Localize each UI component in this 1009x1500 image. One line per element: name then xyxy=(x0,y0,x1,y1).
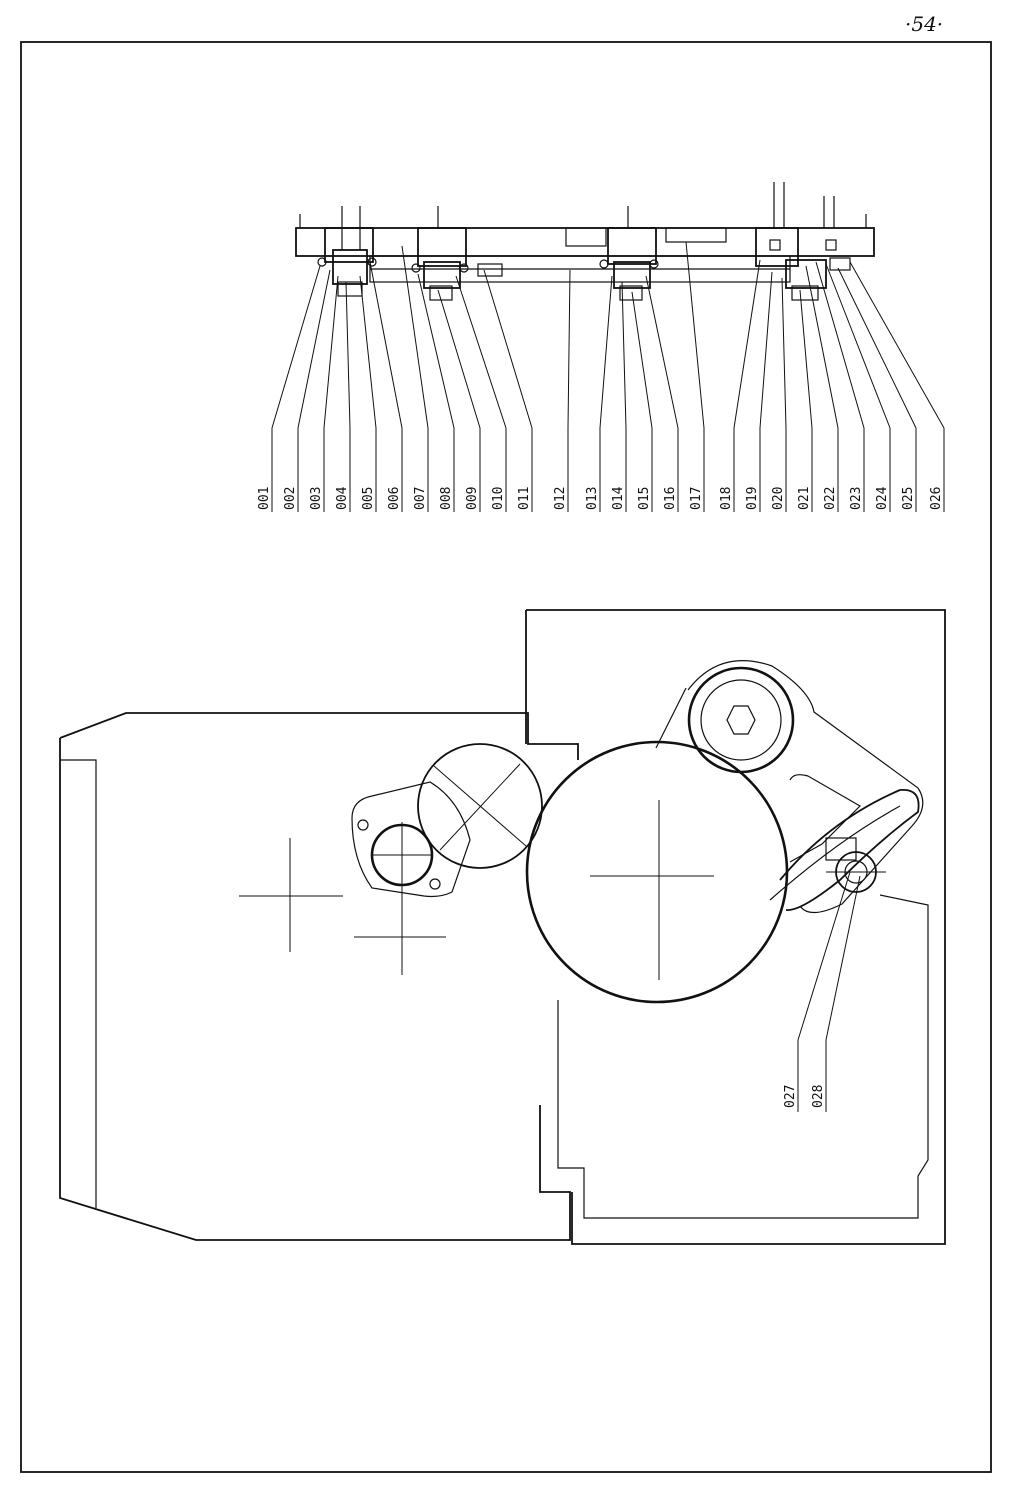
assembly-section-view xyxy=(295,182,875,301)
callout-label-028: 028 xyxy=(811,1085,826,1108)
callout-label-025: 025 xyxy=(901,487,916,510)
top-callout-underlines xyxy=(271,428,945,512)
callout-label-024: 024 xyxy=(875,486,890,510)
callout-label-016: 016 xyxy=(663,487,678,510)
callout-label-004: 004 xyxy=(335,486,350,510)
callout-label-011: 011 xyxy=(517,487,532,510)
callout-label-020: 020 xyxy=(771,487,786,510)
callout-label-006: 006 xyxy=(387,487,402,510)
callout-label-023: 023 xyxy=(849,487,864,510)
bottom-callout-leaders xyxy=(797,871,861,1112)
callout-label-008: 008 xyxy=(439,487,454,510)
idler-roll-assembly xyxy=(655,660,924,914)
bottom-callout-labels: 027 028 xyxy=(783,1085,826,1108)
callout-label-018: 018 xyxy=(719,487,734,510)
plan-view xyxy=(59,609,946,1245)
gear-pair xyxy=(351,743,543,975)
callout-label-022: 022 xyxy=(823,487,838,510)
callout-label-013: 013 xyxy=(585,487,600,510)
callout-label-021: 021 xyxy=(797,487,812,510)
callout-label-015: 015 xyxy=(637,487,652,510)
callout-label-026: 026 xyxy=(929,487,944,510)
drawing-frame xyxy=(20,41,992,1473)
callout-label-002: 002 xyxy=(283,487,298,510)
callout-label-007: 007 xyxy=(413,487,428,510)
callout-label-027: 027 xyxy=(783,1085,798,1108)
top-callout-leaders xyxy=(271,241,945,429)
top-callout-labels: 001 002 003 004 005 006 007 008 009 010 … xyxy=(257,486,944,510)
page-number: ·54· xyxy=(905,12,944,36)
callout-label-001: 001 xyxy=(257,487,272,510)
callout-label-012: 012 xyxy=(553,487,568,510)
callout-label-017: 017 xyxy=(689,487,704,510)
callout-label-003: 003 xyxy=(309,487,324,510)
callout-label-019: 019 xyxy=(745,487,760,510)
callout-label-005: 005 xyxy=(361,487,376,510)
callout-label-014: 014 xyxy=(611,486,626,510)
callout-label-010: 010 xyxy=(491,487,506,510)
main-drum xyxy=(525,740,789,1004)
center-marks xyxy=(239,838,446,975)
callout-label-009: 009 xyxy=(465,487,480,510)
